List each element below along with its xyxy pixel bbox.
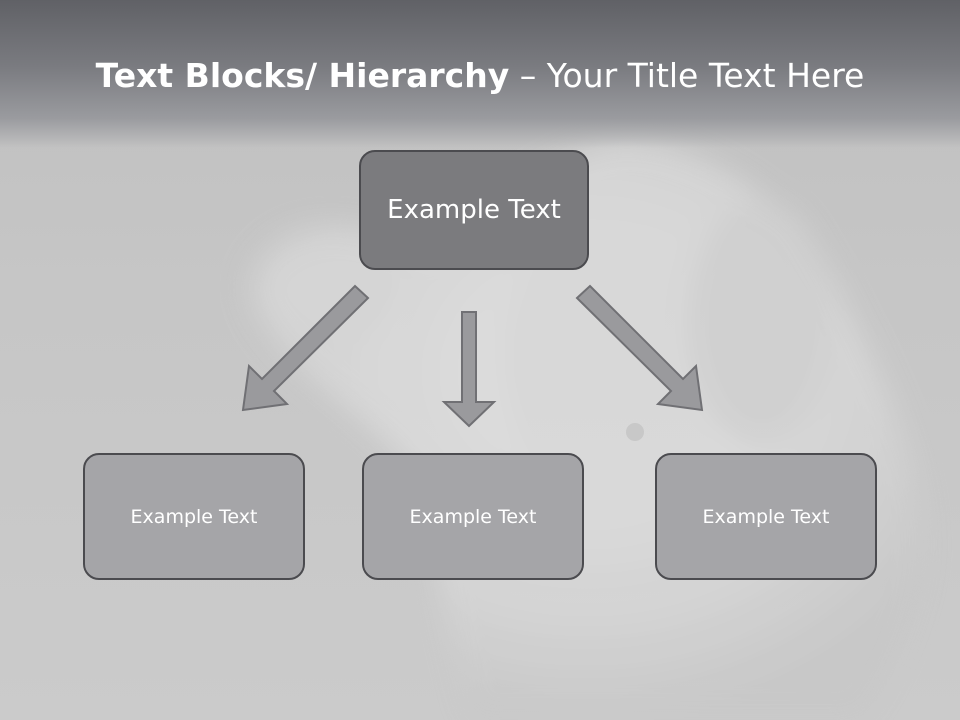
arrow-right <box>575 284 704 412</box>
child-text-block-right[interactable]: Example Text <box>655 453 877 580</box>
child-text-block-middle[interactable]: Example Text <box>362 453 584 580</box>
slide-title-rest: Your Title Text Here <box>546 56 865 95</box>
child-text-block-label: Example Text <box>130 505 258 528</box>
arrow-left <box>241 284 370 412</box>
slide-title-bold: Text Blocks/ Hierarchy <box>95 56 510 95</box>
title-bar <box>0 0 960 148</box>
child-text-block-left[interactable]: Example Text <box>83 453 305 580</box>
arrow-middle <box>441 311 497 428</box>
child-text-block-label: Example Text <box>702 505 830 528</box>
top-text-block-label: Example Text <box>387 195 561 225</box>
child-text-block-label: Example Text <box>409 505 537 528</box>
slide-title-dash: – <box>509 56 547 95</box>
slide-title: Text Blocks/ Hierarchy – Your Title Text… <box>0 52 960 100</box>
top-text-block[interactable]: Example Text <box>359 150 589 270</box>
